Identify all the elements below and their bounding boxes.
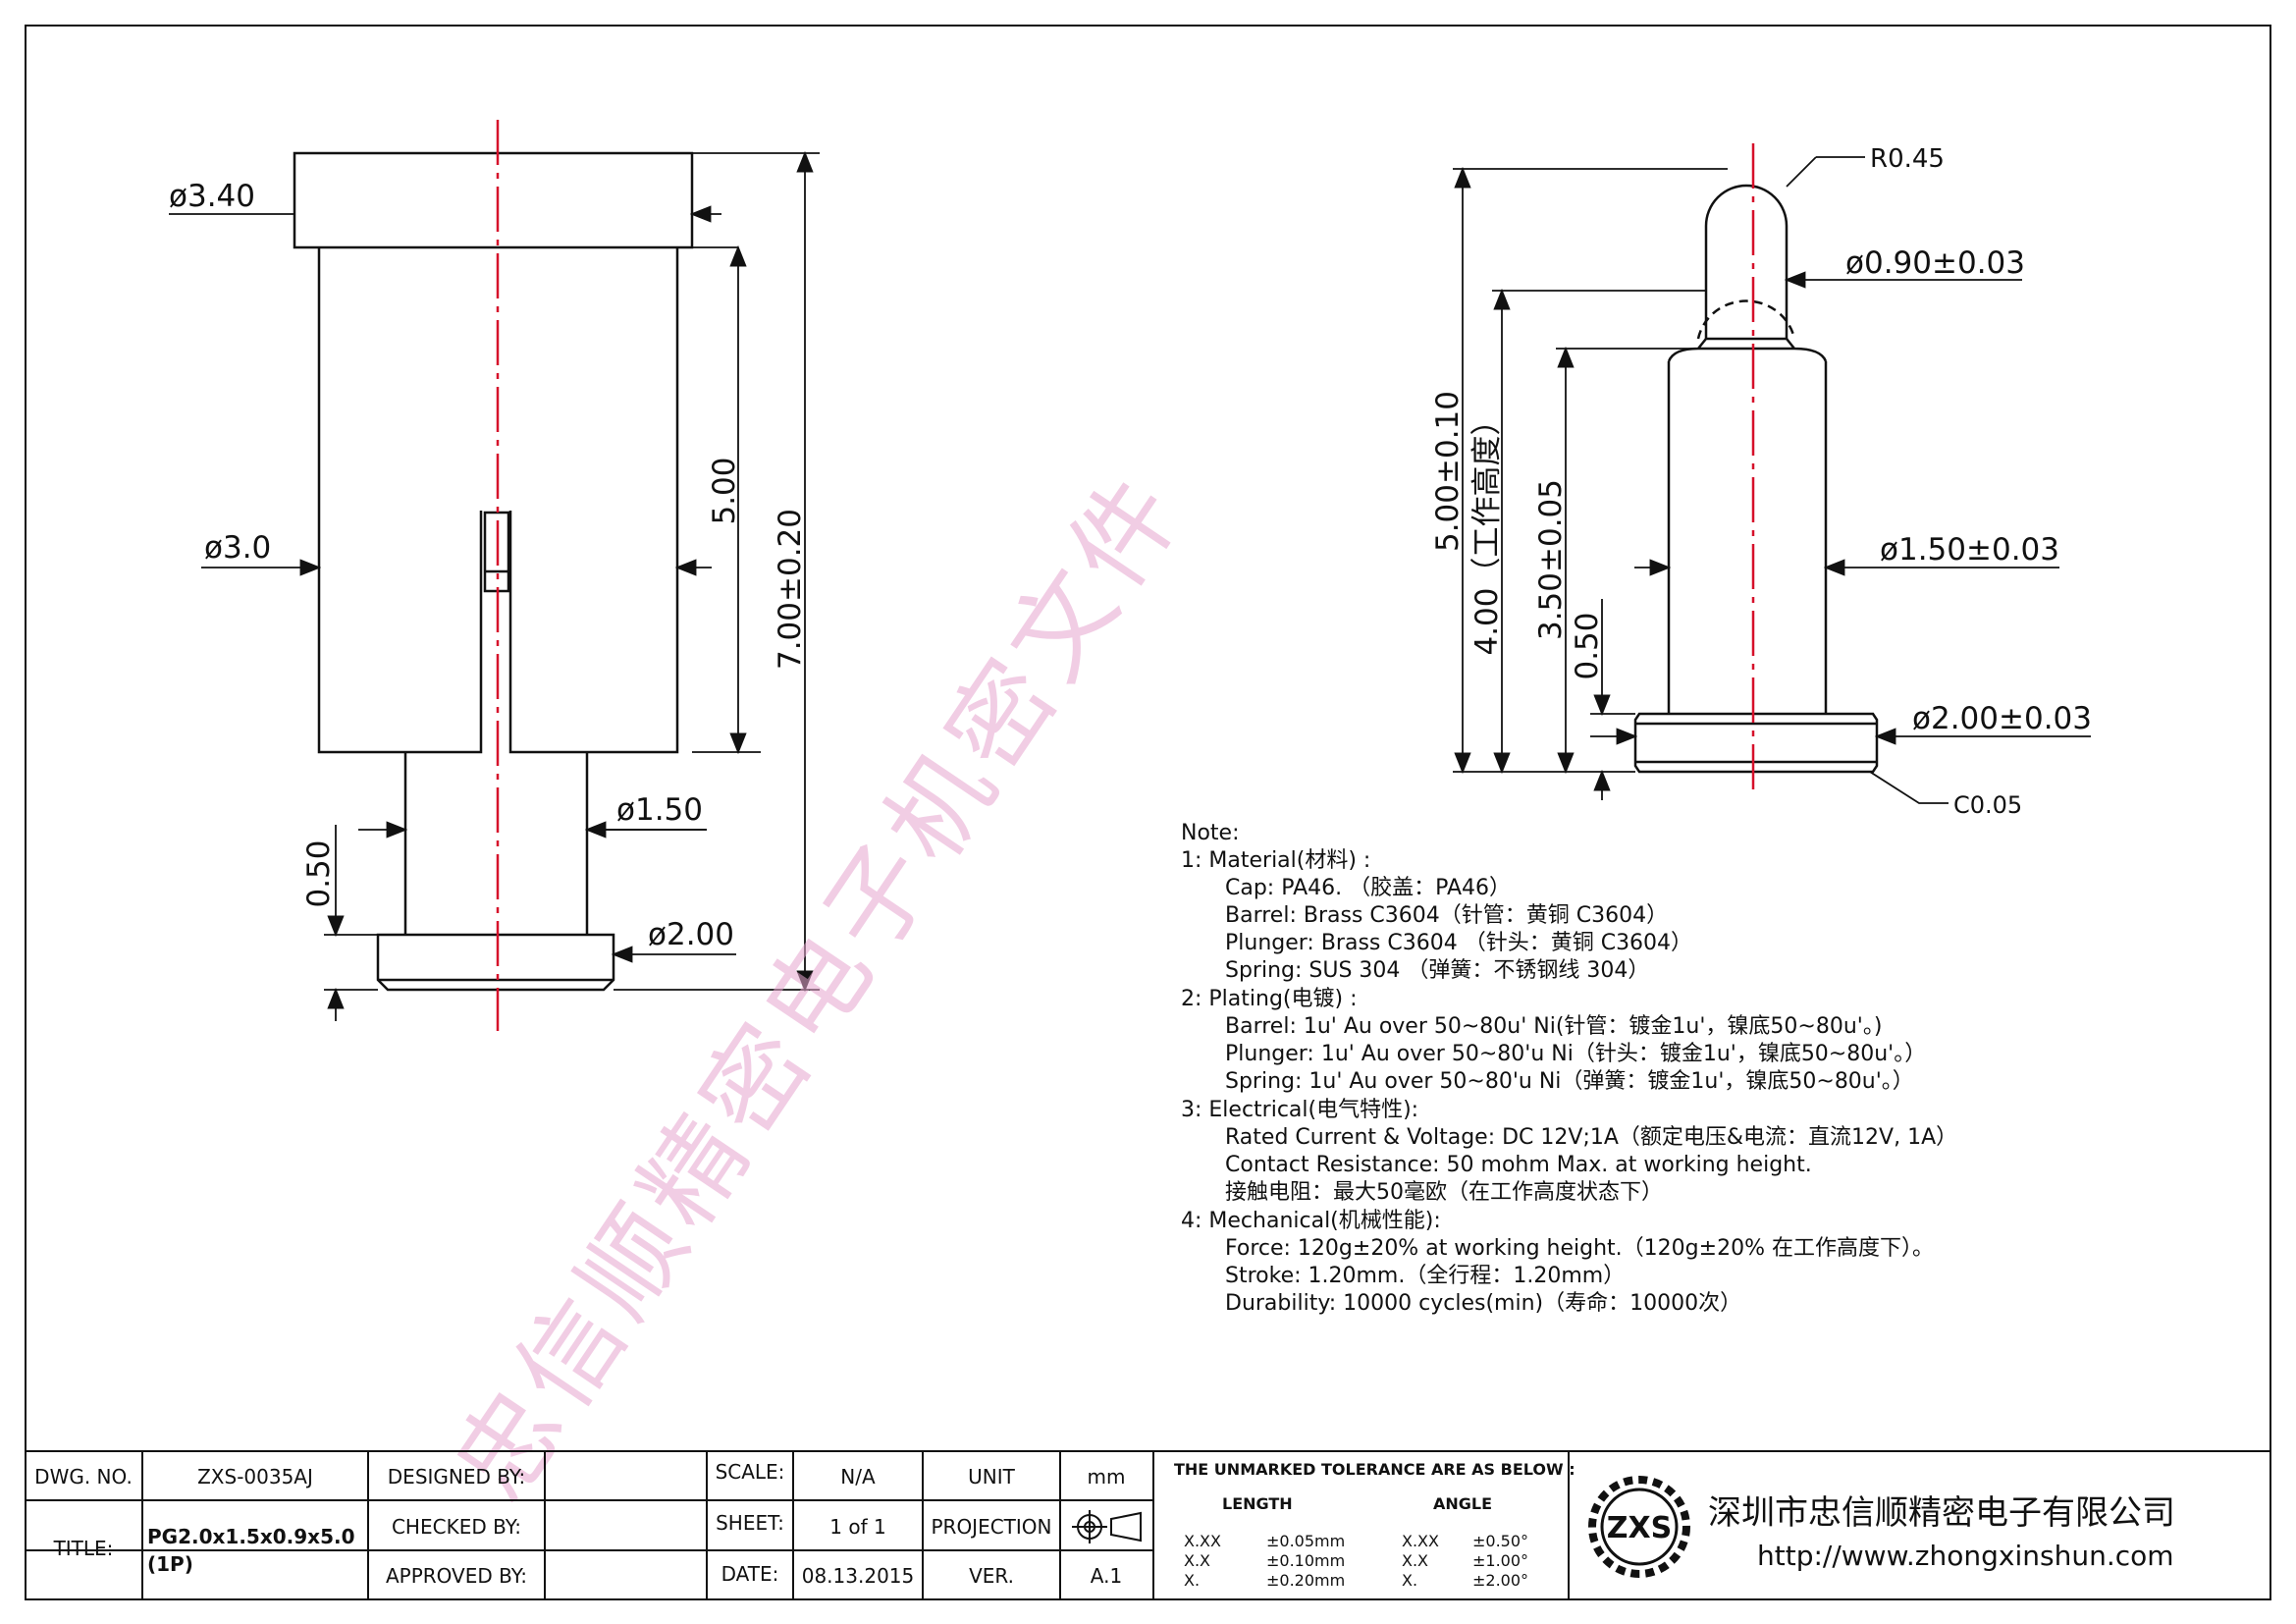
plunger-tip-outline	[1704, 184, 1789, 339]
dim-working-height: 4.00（工作高度）	[1469, 405, 1505, 655]
projection-label: PROJECTION	[931, 1515, 1051, 1539]
length-tol-row: X.XX	[1184, 1532, 1221, 1550]
company-website: http://www.zhongxinshun.com	[1757, 1540, 2174, 1572]
right-dimension-labels: R0.45 ø0.90±0.03 ø1.50±0.03 ø2.00±0.03 C…	[1430, 144, 2092, 819]
dim-total-length: 7.00±0.20	[773, 509, 808, 670]
left-dimension-labels: ø3.40 ø3.0 5.00 7.00±0.20 ø1.50 0.50 ø2.…	[169, 179, 808, 952]
dim-tip-diameter: ø0.90±0.03	[1845, 245, 2025, 281]
note-line: Rated Current & Voltage: DC 12V;1A（额定电压&…	[1225, 1125, 1957, 1150]
note-line: 1: Material(材料) :	[1181, 848, 1370, 873]
dim-flange-thickness: 0.50	[301, 839, 337, 907]
note-line: 2: Plating(电镀) :	[1181, 987, 1357, 1011]
date-value: 08.13.2015	[802, 1564, 915, 1588]
unit-label: UNIT	[968, 1465, 1015, 1489]
scale-value: N/A	[840, 1465, 876, 1489]
note-line: 4: Mechanical(机械性能):	[1181, 1209, 1441, 1233]
note-line: Stroke: 1.20mm.（全行程：1.20mm）	[1225, 1264, 1625, 1288]
unit-value: mm	[1088, 1465, 1126, 1489]
flange-outline	[376, 933, 615, 992]
dim-base-diameter: ø2.00±0.03	[1912, 701, 2092, 736]
title-value-2: (1P)	[147, 1552, 193, 1576]
sheet-value: 1 of 1	[829, 1515, 885, 1539]
length-tol-row: X.X	[1184, 1551, 1210, 1570]
sheet-label: SHEET:	[716, 1511, 784, 1535]
length-label: LENGTH	[1222, 1494, 1293, 1513]
length-tol-row: X.	[1184, 1571, 1200, 1590]
barrel-body-outline	[1667, 337, 1828, 714]
tolerance-title: THE UNMARKED TOLERANCE ARE AS BELOW :	[1174, 1460, 1575, 1479]
note-line: 接触电阻：最大50毫欧（在工作高度状态下）	[1225, 1180, 1663, 1205]
length-tol-row: ±0.10mm	[1266, 1551, 1345, 1570]
projection-symbol-icon	[1072, 1510, 1142, 1543]
dim-plunger-diameter: ø1.50	[616, 792, 703, 828]
length-tol-row: ±0.05mm	[1266, 1532, 1345, 1550]
confidential-watermark: 忠信顺精密电子机密文件	[432, 451, 1207, 1521]
date-label: DATE:	[721, 1562, 779, 1586]
dim-barrel-length: 5.00	[707, 457, 742, 524]
note-line: Force: 120g±20% at working height.（120g±…	[1225, 1236, 1934, 1261]
angle-label: ANGLE	[1433, 1494, 1492, 1513]
ver-label: VER.	[969, 1564, 1014, 1588]
right-dimension-lines	[1453, 156, 2091, 804]
left-view	[293, 151, 694, 992]
note-line: Cap: PA46. （胶盖：PA46）	[1225, 876, 1511, 900]
cap-outline	[293, 151, 694, 249]
ver-value: A.1	[1091, 1564, 1122, 1588]
dim-chamfer: C0.05	[1953, 791, 2022, 819]
note-line: Plunger: 1u' Au over 50~80'u Ni（针头：镀金1u'…	[1225, 1042, 1926, 1066]
dim-total-height: 5.00±0.10	[1430, 391, 1466, 552]
note-line: Durability: 10000 cycles(min)（寿命：10000次）	[1225, 1291, 1741, 1316]
barrel-outline	[317, 247, 679, 754]
angle-tol-row: ±0.50°	[1472, 1532, 1528, 1550]
logo-text: ZXS	[1607, 1511, 1673, 1545]
angle-tol-row: X.XX	[1402, 1532, 1439, 1550]
dim-body-diameter: ø1.50±0.03	[1880, 532, 2059, 568]
dim-base-thickness: 0.50	[1570, 612, 1605, 679]
checked-by-label: CHECKED BY:	[392, 1515, 521, 1539]
dim-tip-radius: R0.45	[1870, 144, 1945, 174]
angle-tol-row: X.	[1402, 1571, 1417, 1590]
company-name: 深圳市忠信顺精密电子有限公司	[1708, 1493, 2175, 1533]
title-value: PG2.0x1.5x0.9x5.0	[147, 1525, 355, 1548]
angle-tol-row: ±2.00°	[1472, 1571, 1528, 1590]
zxs-logo-icon: ZXS	[1588, 1476, 1690, 1578]
note-line: Spring: SUS 304 （弹簧：不锈钢线 304）	[1225, 958, 1649, 983]
dwg-no-label: DWG. NO.	[34, 1465, 133, 1489]
note-line: Plunger: Brass C3604 （针头：黄铜 C3604）	[1225, 931, 1692, 955]
left-dimension-lines	[169, 150, 820, 1021]
tip-hidden-arc	[1696, 299, 1796, 340]
dim-barrel-diameter: ø3.0	[204, 530, 271, 566]
dwg-no-value: ZXS-0035AJ	[197, 1465, 313, 1489]
notes: Note: 1: Material(材料) : Cap: PA46. （胶盖：P…	[1181, 821, 1957, 1316]
angle-tol-row: ±1.00°	[1472, 1551, 1528, 1570]
note-line: Contact Resistance: 50 mohm Max. at work…	[1225, 1153, 1812, 1177]
designed-by-label: DESIGNED BY:	[388, 1465, 525, 1489]
length-tol-row: ±0.20mm	[1266, 1571, 1345, 1590]
note-line: Barrel: 1u' Au over 50~80u' Ni(针管：镀金1u'，…	[1225, 1014, 1882, 1039]
title-block	[25, 1450, 2271, 1600]
dim-cap-diameter: ø3.40	[169, 179, 255, 214]
dim-flange-diameter: ø2.00	[648, 917, 734, 952]
scale-label: SCALE:	[716, 1460, 785, 1484]
title-label: TITLE:	[53, 1537, 114, 1560]
notes-heading: Note:	[1181, 821, 1240, 845]
approved-by-label: APPROVED BY:	[386, 1564, 527, 1588]
dim-body-height: 3.50±0.05	[1533, 479, 1569, 640]
angle-tol-row: X.X	[1402, 1551, 1428, 1570]
note-line: 3: Electrical(电气特性):	[1181, 1098, 1418, 1122]
title-block-text: DWG. NO. ZXS-0035AJ TITLE: PG2.0x1.5x0.9…	[34, 1460, 2175, 1590]
plunger-outline	[403, 752, 589, 935]
note-line: Spring: 1u' Au over 50~80'u Ni（弹簧：镀金1u'，…	[1225, 1069, 1914, 1094]
note-line: Barrel: Brass C3604（针管：黄铜 C3604）	[1225, 903, 1668, 928]
right-view	[1633, 184, 1879, 774]
